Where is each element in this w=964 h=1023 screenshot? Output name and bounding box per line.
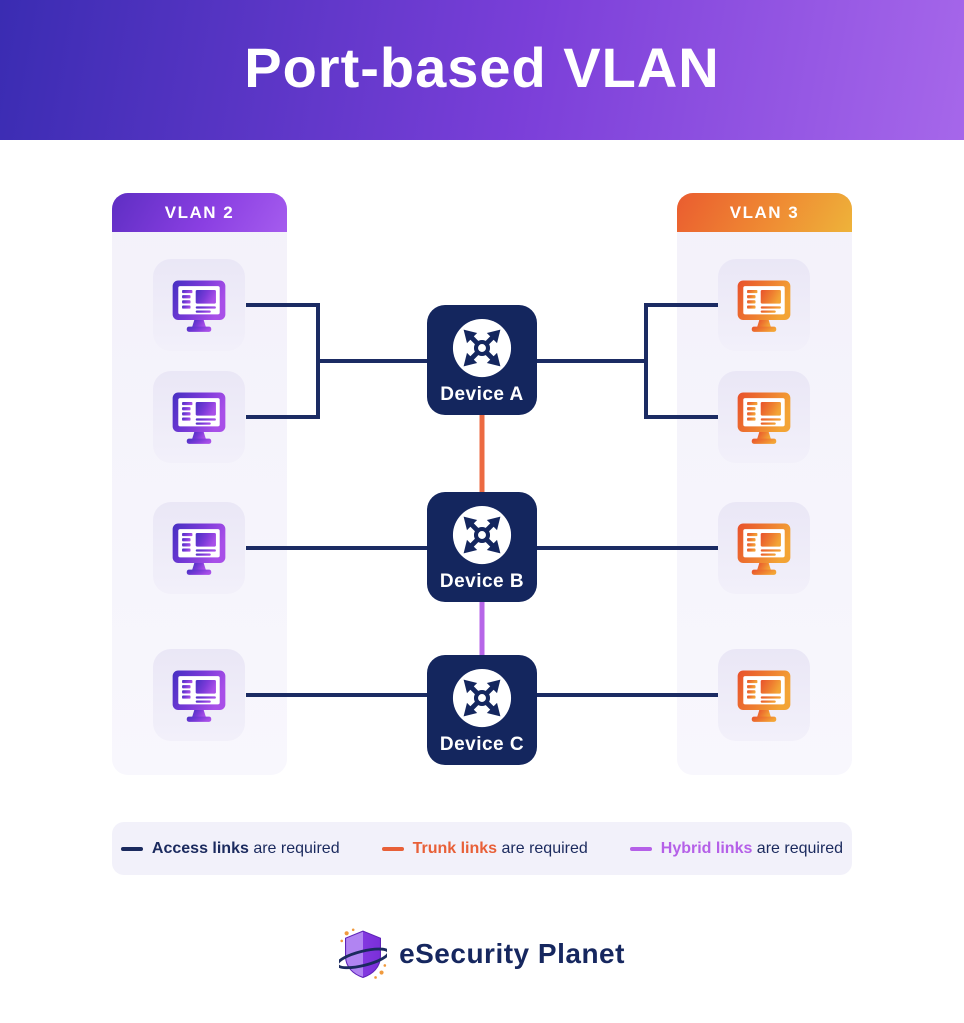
header-banner: Port-based VLAN [0,0,964,140]
brand-name: eSecurity Planet [399,938,625,969]
device-label: Device A [440,384,524,405]
router-icon [451,667,513,729]
legend-bar: Access links are required Trunk links ar… [112,822,852,875]
page-title: Port-based VLAN [244,35,720,99]
device-label: Device C [439,734,525,755]
device-label: Device B [439,571,525,592]
workstation-tile [153,502,245,594]
legend-item-access: Access links are required [120,839,340,858]
device-a-node: Device A [427,305,537,415]
vlan2-group: VLAN 2 [112,193,287,775]
workstation-tile [718,649,810,741]
legend-item-trunk: Trunk links are required [381,839,588,858]
vlan3-header: VLAN 3 [677,193,852,232]
access-link-swatch [120,846,143,851]
trunk-link-swatch [381,846,404,851]
vlan3-group: VLAN 3 [677,193,852,775]
router-icon [451,504,513,566]
footer-brand: eSecurity Planet [0,922,964,986]
device-c-node: Device C [427,655,537,765]
workstation-tile [718,371,810,463]
workstation-tile [153,371,245,463]
workstation-tile [718,259,810,351]
legend-label: Trunk links are required [412,839,588,857]
legend-item-hybrid: Hybrid links are required [629,839,844,858]
legend-label: Access links are required [151,839,340,857]
workstation-tile [153,259,245,351]
device-b-node: Device B [427,492,537,602]
hybrid-link-swatch [629,846,652,851]
vlan2-header: VLAN 2 [112,193,287,232]
workstation-tile [153,649,245,741]
legend-label: Hybrid links are required [660,839,844,857]
workstation-tile [718,502,810,594]
router-icon [451,317,513,379]
esecurity-planet-logo-icon [339,926,387,982]
